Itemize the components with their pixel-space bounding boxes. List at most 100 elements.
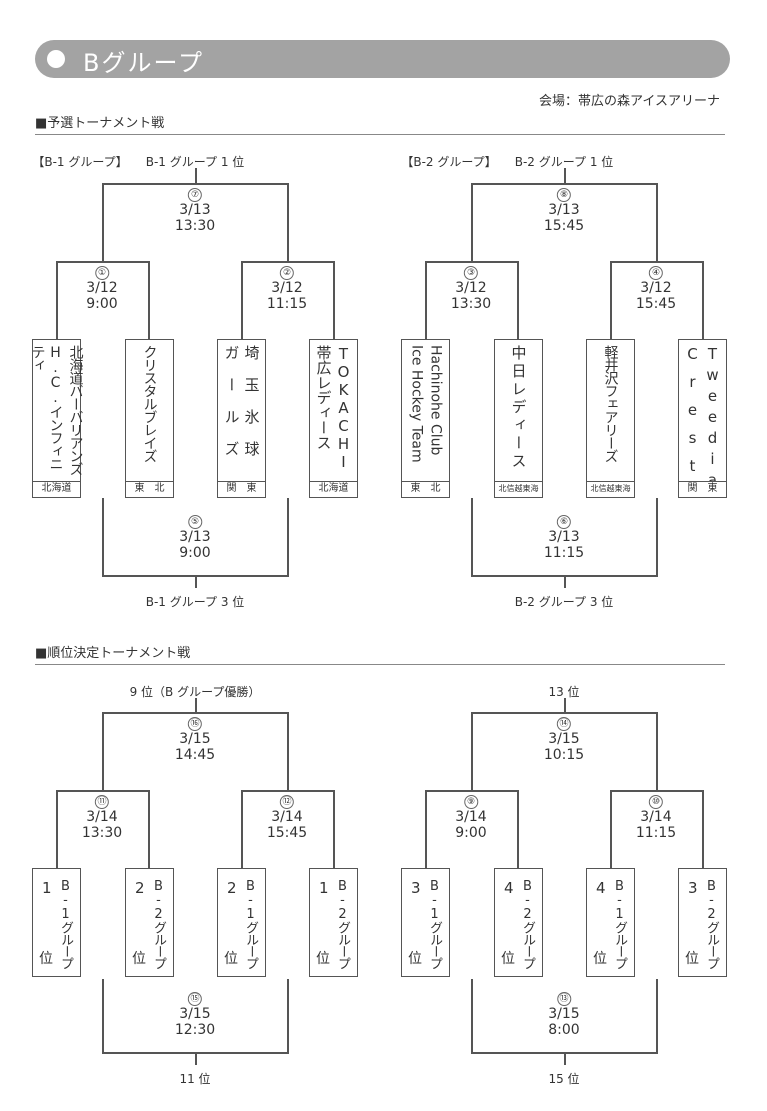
- match-time: 8:00: [548, 1022, 580, 1038]
- bracket-line: [471, 183, 658, 185]
- slot-suffix: 位: [408, 951, 422, 967]
- bracket-line: [241, 790, 243, 868]
- slot-suffix: 位: [316, 951, 330, 967]
- bracket-line: [148, 790, 150, 868]
- team-name-line: 中日レディース: [509, 345, 528, 471]
- slot-group: B-2グループ: [520, 879, 535, 969]
- match-date: 3/12: [271, 280, 303, 296]
- bracket-line: [564, 575, 566, 588]
- placement-label: B-1 グループ 3 位: [145, 595, 245, 609]
- bracket-line: [564, 1052, 566, 1065]
- slot-rank: 3: [688, 879, 698, 897]
- bracket-line: [610, 790, 612, 868]
- match-date: 3/15: [548, 731, 580, 747]
- team-box[interactable]: 軽井沢フェアリーズ北信越東海: [586, 339, 635, 498]
- team-region: 関 東: [218, 481, 265, 497]
- match-time: 9:00: [86, 296, 118, 312]
- advance-label: 13 位: [548, 685, 580, 699]
- bracket-line: [56, 261, 58, 339]
- slot-group: B-1グループ: [58, 879, 73, 969]
- slot-rank: 2: [135, 879, 145, 897]
- slot-rank: 1: [319, 879, 329, 897]
- bracket-line: [564, 168, 566, 183]
- match-date: 3/15: [548, 1006, 580, 1022]
- slot-group: B-2グループ: [335, 879, 350, 969]
- bracket-line: [610, 261, 612, 339]
- match-time: 11:15: [543, 545, 585, 561]
- match-number: ②: [279, 266, 294, 280]
- team-box[interactable]: クリスタルブレイズ東 北: [125, 339, 174, 498]
- bracket-line: [195, 1052, 197, 1065]
- slot-box[interactable]: 1 B-2グループ位: [309, 868, 358, 977]
- team-region: 東 北: [402, 481, 449, 497]
- team-name: 軽井沢フェアリーズ: [587, 345, 634, 478]
- venue-label: 会場：帯広の森アイスアリーナ: [539, 94, 720, 109]
- bracket-line: [425, 790, 519, 792]
- bracket-line: [471, 712, 658, 714]
- slot-rank: 4: [504, 879, 514, 897]
- match-time: 9:00: [455, 825, 487, 841]
- bracket-line: [471, 183, 473, 261]
- group-label: 【B-2 グループ】: [401, 155, 497, 169]
- bracket-line: [102, 712, 289, 714]
- match-number: ⑬: [556, 992, 571, 1006]
- bracket-line: [517, 790, 519, 868]
- bracket-line: [656, 979, 658, 1052]
- team-name-line: H.C.インフィニティ: [29, 345, 64, 470]
- bracket-line: [702, 790, 704, 868]
- bracket-line: [195, 168, 197, 183]
- match-number: ⑮: [187, 992, 202, 1006]
- slot-group: B-1グループ: [427, 879, 442, 969]
- slot-suffix: 位: [224, 951, 238, 967]
- team-name-line: 北海道バーバリアンズ: [67, 345, 84, 475]
- bracket-line: [517, 261, 519, 339]
- team-box[interactable]: 中日レディース北信越東海: [494, 339, 543, 498]
- bracket-line: [102, 712, 104, 790]
- group-header-banner: Bグループ: [35, 40, 730, 78]
- match-number: ⑯: [187, 717, 202, 731]
- team-region: 東 北: [126, 481, 173, 497]
- match-number: ③: [463, 266, 478, 280]
- match-date: 3/14: [640, 809, 672, 825]
- match-date: 3/13: [548, 202, 580, 218]
- bracket-line: [241, 790, 335, 792]
- match-time: 15:45: [543, 218, 585, 234]
- match-time: 12:30: [174, 1022, 216, 1038]
- bracket-line: [610, 790, 704, 792]
- section-title-ranking: ■順位決定トーナメント戦: [35, 646, 191, 661]
- bracket-line: [287, 979, 289, 1052]
- match-number: ⑤: [187, 515, 202, 529]
- match-time: 15:45: [635, 296, 677, 312]
- team-box[interactable]: 埼玉氷球ガールズ関 東: [217, 339, 266, 498]
- bracket-line: [241, 261, 243, 339]
- bracket-line: [471, 979, 473, 1052]
- slot-suffix: 位: [132, 951, 146, 967]
- match-time: 13:30: [174, 218, 216, 234]
- bracket-line: [195, 698, 197, 712]
- team-name: クリスタルブレイズ: [126, 345, 173, 478]
- team-name-line: Ice Hockey Team: [408, 345, 425, 463]
- slot-suffix: 位: [39, 951, 53, 967]
- bracket-line: [56, 790, 58, 868]
- bracket-line: [241, 261, 335, 263]
- team-name-line: クリスタルブレイズ: [141, 345, 158, 462]
- bracket-line: [656, 183, 658, 261]
